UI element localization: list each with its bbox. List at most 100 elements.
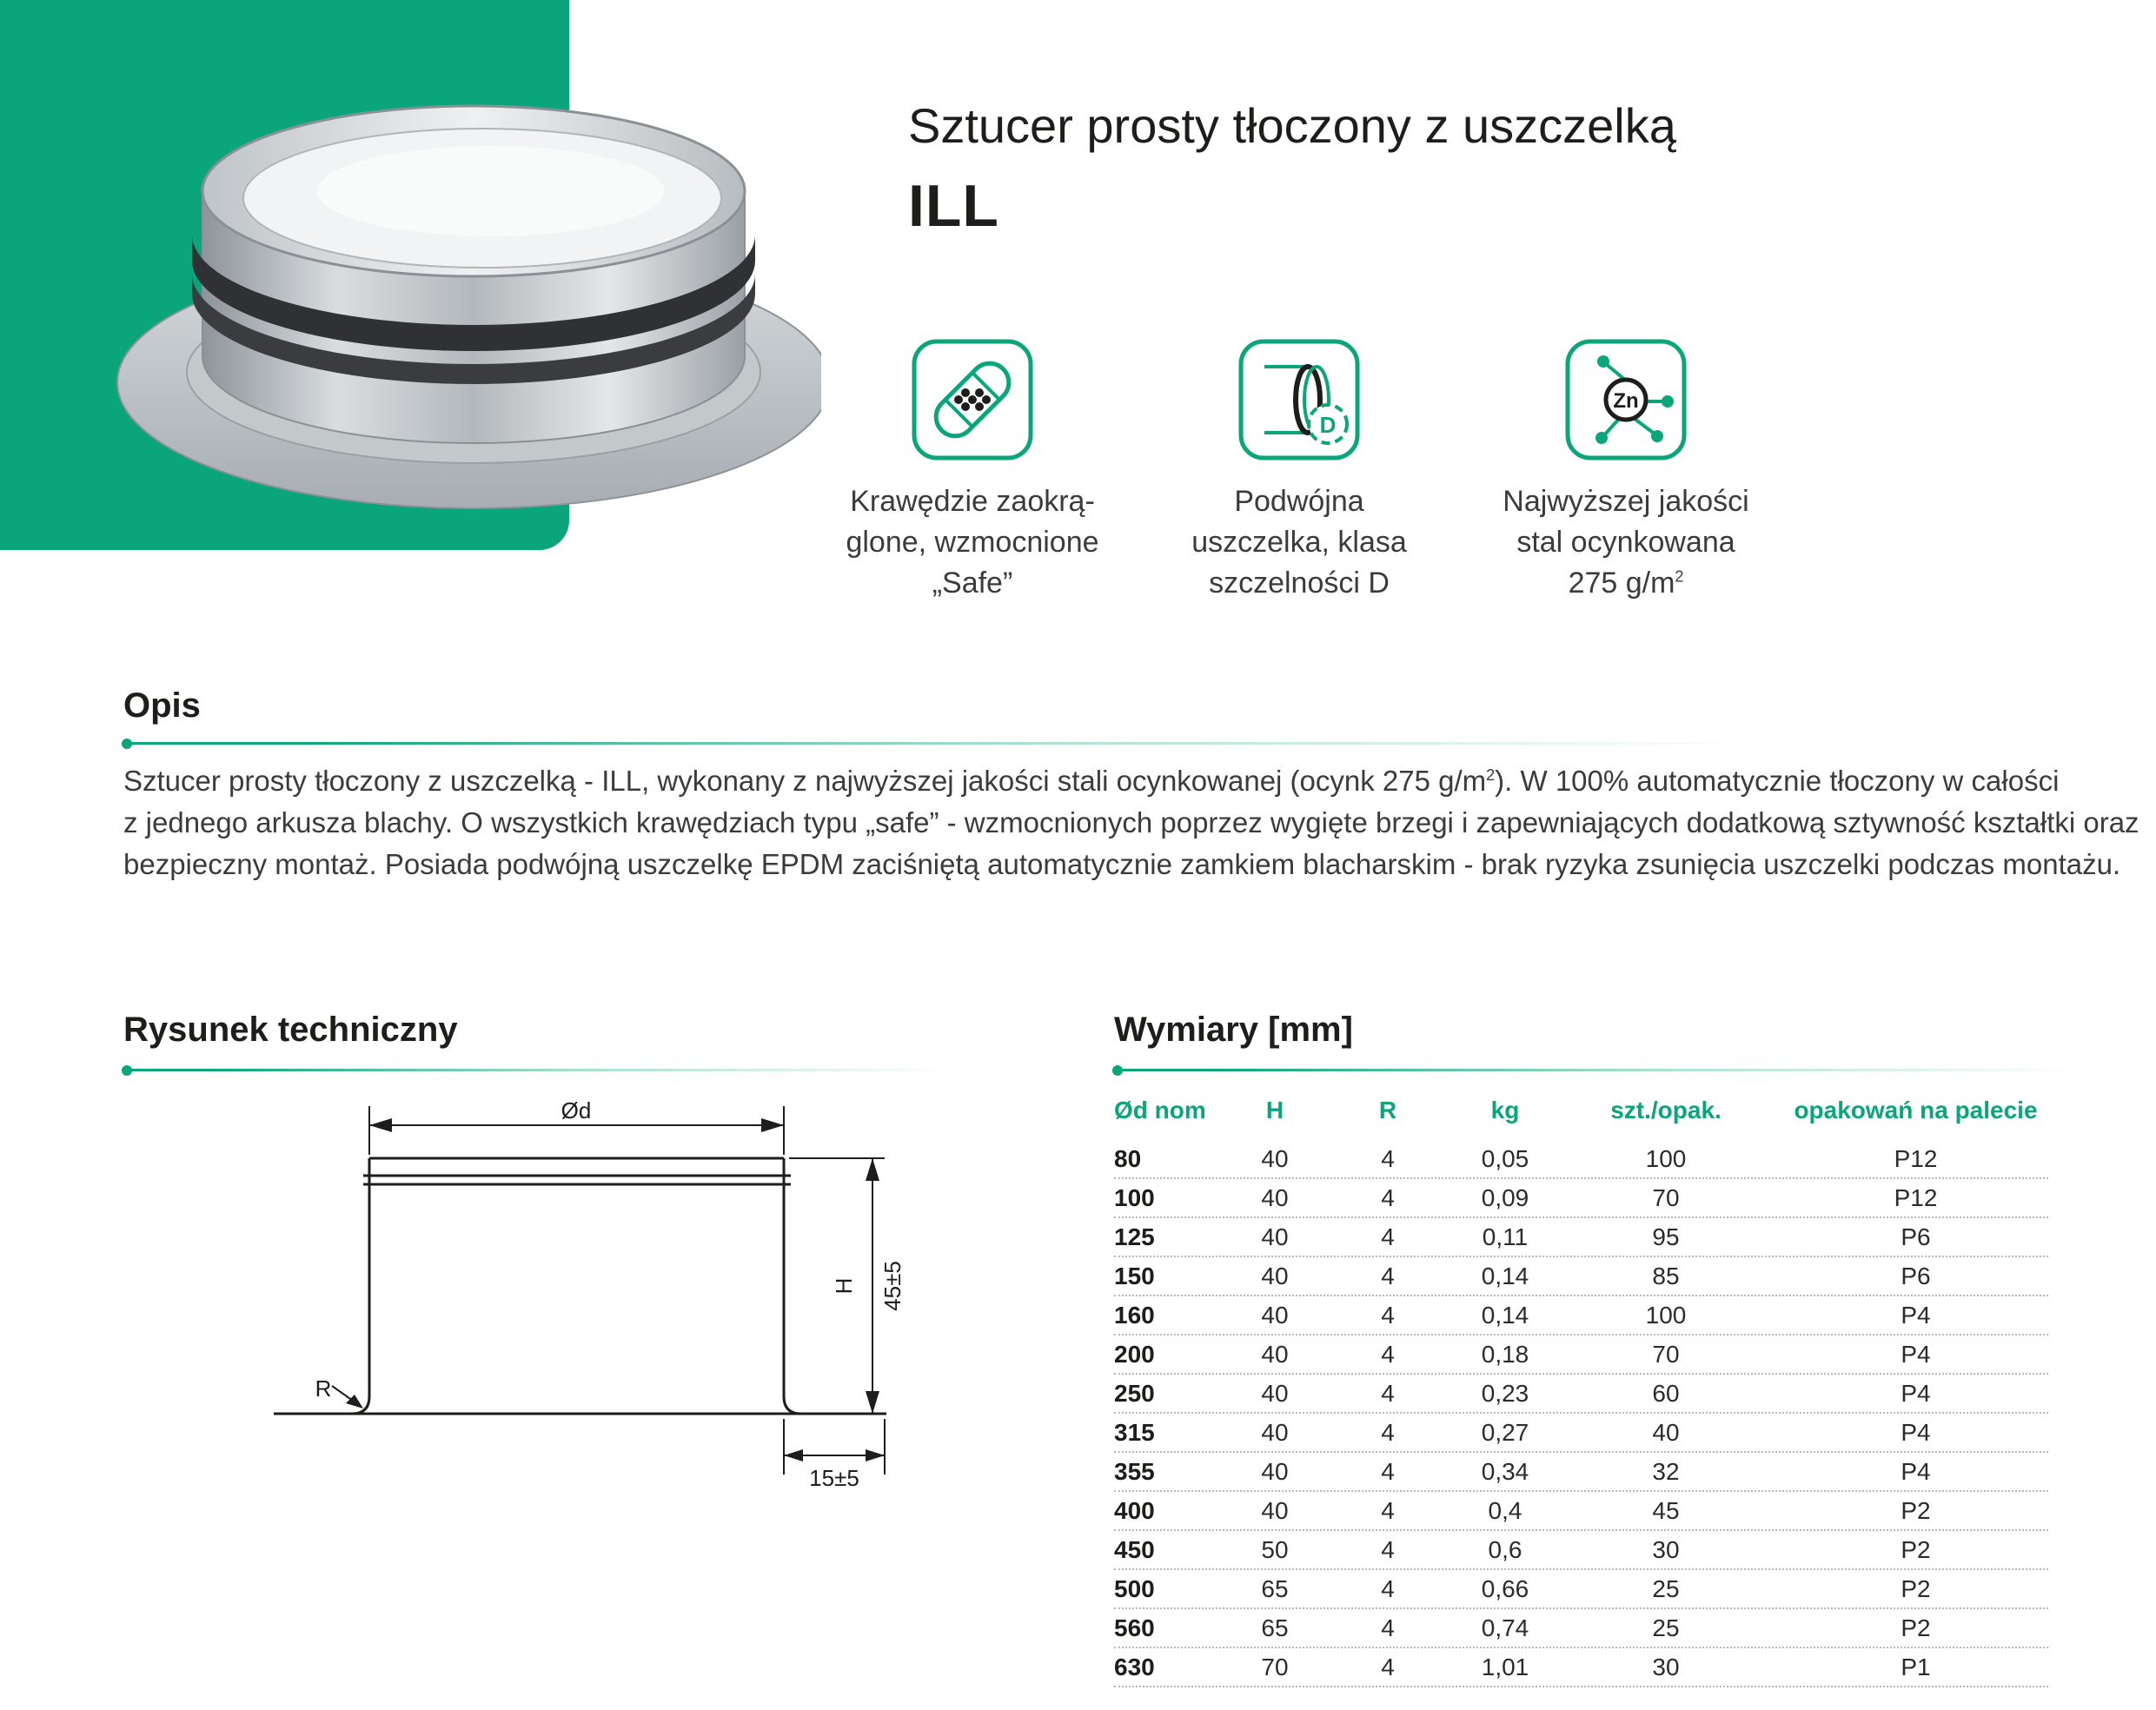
table-cell: 30 bbox=[1652, 1653, 1680, 1680]
table-cell: 45 bbox=[1652, 1496, 1680, 1524]
table-cell: 70 bbox=[1652, 1183, 1680, 1211]
table-cell: 0,34 bbox=[1481, 1457, 1529, 1485]
flange-label: 15±5 bbox=[809, 1465, 859, 1491]
table-cell: 40 bbox=[1261, 1379, 1289, 1407]
table-cell: 4 bbox=[1381, 1418, 1395, 1446]
height-label: H bbox=[831, 1278, 857, 1295]
table-cell: 500 bbox=[1114, 1574, 1155, 1602]
table-cell: 70 bbox=[1261, 1653, 1289, 1680]
table-cell: 250 bbox=[1114, 1379, 1155, 1407]
table-cell: 125 bbox=[1114, 1223, 1155, 1250]
table-cell: 25 bbox=[1652, 1614, 1680, 1641]
table-cell: 630 bbox=[1114, 1653, 1155, 1680]
product-model: ILL bbox=[908, 173, 999, 239]
table-cell: 400 bbox=[1114, 1496, 1155, 1524]
table-cell: 40 bbox=[1261, 1183, 1289, 1211]
table-cell: 60 bbox=[1652, 1379, 1680, 1407]
superscript: 2 bbox=[1675, 567, 1684, 586]
table-cell: 95 bbox=[1652, 1223, 1680, 1250]
feature-line: szczelności D bbox=[1209, 567, 1390, 600]
table-cell: P4 bbox=[1901, 1457, 1931, 1485]
table-cell: 4 bbox=[1381, 1535, 1395, 1563]
feature-line: Podwójna bbox=[1234, 485, 1364, 518]
table-cell: 80 bbox=[1114, 1144, 1142, 1172]
description-text: Sztucer prosty tłoczony z uszczelką - IL… bbox=[123, 760, 2139, 885]
table-cell: 70 bbox=[1652, 1340, 1680, 1368]
feature-text-steel: Najwyższej jakości stal ocynkowana 275 g… bbox=[1461, 481, 1791, 604]
table-cell: 40 bbox=[1261, 1496, 1289, 1524]
table-cell: 1,01 bbox=[1481, 1653, 1529, 1680]
table-cell: 30 bbox=[1652, 1535, 1680, 1563]
feature-line: „Safe” bbox=[932, 567, 1013, 600]
table-cell: 315 bbox=[1114, 1418, 1155, 1446]
table-cell: P2 bbox=[1901, 1574, 1931, 1602]
feature-line: stal ocynkowana bbox=[1516, 526, 1735, 559]
table-cell: 4 bbox=[1381, 1379, 1395, 1407]
bandage-icon bbox=[912, 339, 1033, 461]
feature-line: Krawędzie zaokrą- bbox=[850, 485, 1095, 518]
feature-line: 275 g/m2 bbox=[1461, 563, 1791, 604]
table-cell: P4 bbox=[1901, 1379, 1931, 1407]
table-cell: 40 bbox=[1261, 1144, 1289, 1172]
table-cell: P6 bbox=[1901, 1262, 1931, 1289]
superscript: 2 bbox=[1486, 766, 1496, 784]
column-header: szt./opak. bbox=[1610, 1097, 1721, 1123]
table-cell: 0,6 bbox=[1488, 1535, 1522, 1563]
table-cell: 200 bbox=[1114, 1340, 1155, 1368]
table-cell: 40 bbox=[1261, 1262, 1289, 1289]
feature-line: uszczelka, klasa bbox=[1191, 526, 1407, 559]
table-cell: P4 bbox=[1901, 1340, 1931, 1368]
table-cell: 4 bbox=[1381, 1301, 1395, 1329]
table-cell: P4 bbox=[1901, 1301, 1931, 1329]
table-cell: 85 bbox=[1652, 1262, 1680, 1289]
table-cell: 4 bbox=[1381, 1223, 1395, 1250]
section-heading-dimensions: Wymiary [mm] bbox=[1114, 1011, 1353, 1049]
table-cell: 0,14 bbox=[1481, 1301, 1529, 1329]
description-line: z jednego arkusza blachy. O wszystkich k… bbox=[123, 806, 2139, 838]
table-cell: 4 bbox=[1381, 1144, 1395, 1172]
table-cell: 160 bbox=[1114, 1301, 1155, 1329]
section-heading-description: Opis bbox=[123, 686, 201, 725]
table-cell: 100 bbox=[1114, 1183, 1155, 1211]
table-cell: 0,09 bbox=[1481, 1183, 1529, 1211]
description-line: bezpieczny montaż. Posiada podwójną uszc… bbox=[123, 848, 2121, 880]
table-cell: 0,05 bbox=[1481, 1144, 1529, 1172]
column-header: kg bbox=[1490, 1097, 1520, 1123]
table-cell: 0,11 bbox=[1482, 1223, 1529, 1250]
table-cell: 32 bbox=[1652, 1457, 1680, 1485]
table-cell: 40 bbox=[1652, 1418, 1680, 1446]
table-cell: 560 bbox=[1114, 1614, 1155, 1641]
table-header: Ød nom H R kg szt./opak. opakowań na pal… bbox=[1114, 1093, 2048, 1128]
description-line: Sztucer prosty tłoczony z uszczelką - IL… bbox=[123, 765, 1487, 797]
section-heading-drawing: Rysunek techniczny bbox=[123, 1011, 458, 1049]
table-cell: 4 bbox=[1381, 1574, 1395, 1602]
table-cell: 25 bbox=[1652, 1574, 1680, 1602]
table-cell: 0,66 bbox=[1481, 1574, 1529, 1602]
table-cell: 4 bbox=[1381, 1340, 1395, 1368]
table-cell: 0,14 bbox=[1481, 1262, 1529, 1289]
table-cell: P2 bbox=[1901, 1614, 1931, 1641]
double-seal-d-icon: D bbox=[1238, 339, 1360, 461]
table-cell: 100 bbox=[1645, 1301, 1687, 1329]
table-cell: 40 bbox=[1261, 1418, 1289, 1446]
feature-value: 275 g/m bbox=[1568, 567, 1675, 600]
table-cell: 4 bbox=[1381, 1653, 1395, 1680]
table-cell: 40 bbox=[1261, 1457, 1289, 1485]
table-cell: 150 bbox=[1114, 1262, 1155, 1289]
zinc-symbol: Zn bbox=[1613, 389, 1638, 413]
heading-rule bbox=[127, 742, 1752, 745]
table-cell: P6 bbox=[1901, 1223, 1931, 1250]
feature-text-seal: Podwójna uszczelka, klasa szczelności D bbox=[1134, 481, 1464, 604]
feature-text-safe: Krawędzie zaokrą- glone, wzmocnione „Saf… bbox=[807, 481, 1138, 604]
technical-drawing: Ød H 45±5 R 15±5 bbox=[274, 1097, 906, 1491]
description-line: ). W 100% automatycznie tłoczony w całoś… bbox=[1495, 765, 2060, 797]
